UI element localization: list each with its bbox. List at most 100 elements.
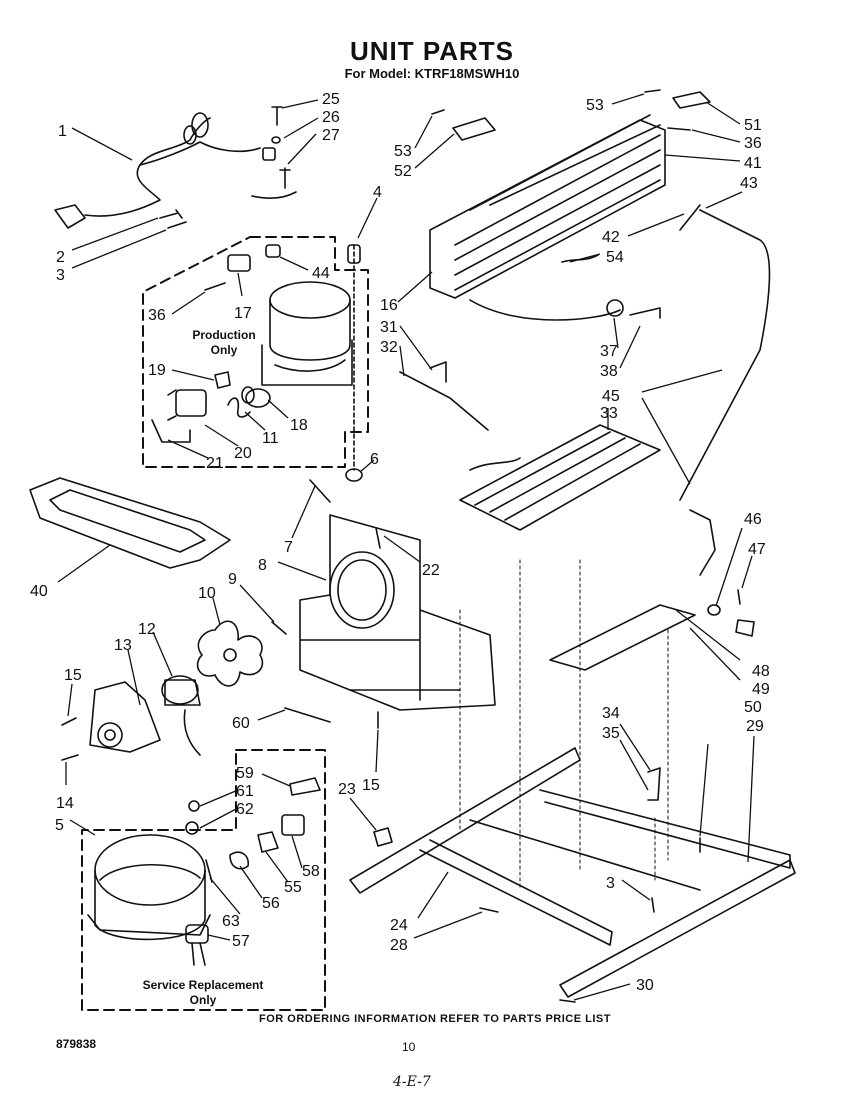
terminal-37 [606,299,624,317]
callout-63: 63 [222,913,240,930]
callout-31: 31 [380,319,398,336]
callout-50: 50 [744,699,762,716]
foot-23 [373,827,393,847]
strap-60 [284,707,331,723]
fan-motor [161,675,201,756]
callout-18: 18 [290,417,308,434]
screw-25 [271,106,283,126]
drain-line-43-45 [679,209,771,501]
overload-20 [167,389,207,421]
callout-61: 61 [236,783,254,800]
callout-53: 53 [394,143,412,160]
callout-62: 62 [236,801,254,818]
callout-23: 23 [338,781,356,798]
clip-28 [479,907,499,913]
callout-8: 8 [258,557,267,574]
callout-13: 13 [114,637,132,654]
production-only-note: Production Only [192,328,256,357]
callout-20: 20 [234,445,252,462]
clip-48 [735,619,755,637]
screw-14 [61,754,79,761]
callout-48: 48 [752,663,770,680]
callout-49: 49 [752,681,770,698]
callout-47: 47 [748,541,766,558]
callout-17: 17 [234,305,252,322]
callout-58: 58 [302,863,320,880]
page-number: 10 [402,1040,416,1054]
bracket-21 [151,419,191,443]
power-cord [54,112,261,229]
callout-37: 37 [600,343,618,360]
callout-22: 22 [422,562,440,579]
clip-34-35 [647,767,661,801]
relay-58 [281,814,305,836]
callout-9: 9 [228,571,237,588]
screw-2 [159,209,183,219]
drain-pan [29,477,231,569]
wire [251,191,297,199]
callout-44: 44 [312,265,330,282]
callout-41: 41 [744,155,762,172]
callout-35: 35 [602,725,620,742]
relay-55 [257,831,279,853]
clip-9 [271,621,287,635]
relay-17 [227,254,251,272]
callout-11: 11 [262,430,279,447]
bracket-51 [672,91,711,109]
callout-15: 15 [64,667,82,684]
bracket-52 [452,117,496,141]
callout-25: 25 [322,91,340,108]
grommet-47 [707,604,721,616]
callout-27: 27 [322,127,340,144]
callout-52: 52 [394,163,412,180]
document-number: 879838 [56,1037,97,1051]
ordering-info: FOR ORDERING INFORMATION REFER TO PARTS … [259,1013,611,1025]
clip-31 [429,361,447,383]
handwritten-note: 4-E-7 [393,1074,431,1090]
callout-26: 26 [322,109,340,126]
grommet-19 [214,371,231,389]
capacitor-57 [185,924,209,966]
callout-57: 57 [232,933,250,950]
overload-56 [229,851,250,870]
callout-16: 16 [380,297,398,314]
motor-mount-13 [89,681,161,753]
callout-36: 36 [148,307,166,324]
bracket-59 [289,777,321,796]
screw-47 [737,589,741,605]
fan-blade [196,620,264,687]
shim-53 [431,109,445,115]
grommet-6 [345,468,363,482]
callout-60: 60 [232,715,250,732]
callout-4: 4 [373,184,382,201]
callout-53: 53 [586,97,604,114]
screw-36-right [667,127,691,131]
callout-51: 51 [744,117,762,134]
callout-15: 15 [362,777,380,794]
rail-49 [549,604,696,671]
callout-14: 14 [56,795,74,812]
model-subtitle: For Model: KTRF18MSWH10 [344,66,520,81]
thermostat-31-32 [399,371,489,431]
callout-24: 24 [390,917,408,934]
callout-3: 3 [56,267,65,284]
callout-38: 38 [600,363,618,380]
wire-7 [309,479,331,503]
base-frame [349,747,796,998]
screw-22 [375,527,381,549]
fan-motor-bracket [299,514,496,711]
callout-19: 19 [148,362,166,379]
defrost-heater [459,424,661,531]
capacitor-18 [241,386,271,408]
callout-34: 34 [602,705,620,722]
tube-42 [679,204,701,231]
callout-32: 32 [380,339,398,356]
tube-46 [689,509,716,576]
clip-11 [227,397,251,418]
callout-6: 6 [370,451,379,468]
screw-3-base [651,897,655,913]
callout-2: 2 [56,249,65,266]
nut-61 [188,800,200,812]
callout-12: 12 [138,621,156,638]
